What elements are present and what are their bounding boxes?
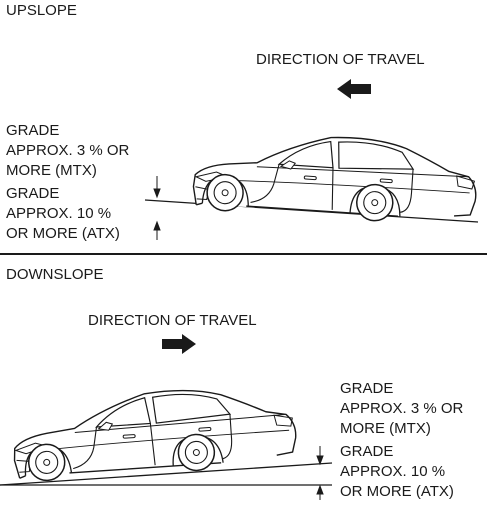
arrow-left-icon (337, 79, 371, 99)
downslope-grade-mtx-label: GRADE APPROX. 3 % OR MORE (MTX) (340, 380, 464, 437)
upslope-title: UPSLOPE (6, 2, 77, 19)
upslope-direction-label: DIRECTION OF TRAVEL (256, 51, 425, 68)
downslope-ground-line (0, 462, 333, 486)
downslope-grade-atx-label: GRADE APPROX. 10 % OR MORE (ATX) (340, 443, 454, 500)
downslope-title: DOWNSLOPE (6, 266, 104, 283)
upslope-grade-atx-label: GRADE APPROX. 10 % OR MORE (ATX) (6, 185, 120, 242)
downslope-direction-label: DIRECTION OF TRAVEL (88, 312, 257, 329)
downslope-grade-indicator (316, 446, 324, 500)
upslope-grade-mtx-label: GRADE APPROX. 3 % OR MORE (MTX) (6, 122, 130, 179)
upslope-grade-indicator (153, 176, 161, 240)
arrow-right-icon (162, 334, 196, 354)
upslope-sedan-icon (191, 126, 480, 228)
